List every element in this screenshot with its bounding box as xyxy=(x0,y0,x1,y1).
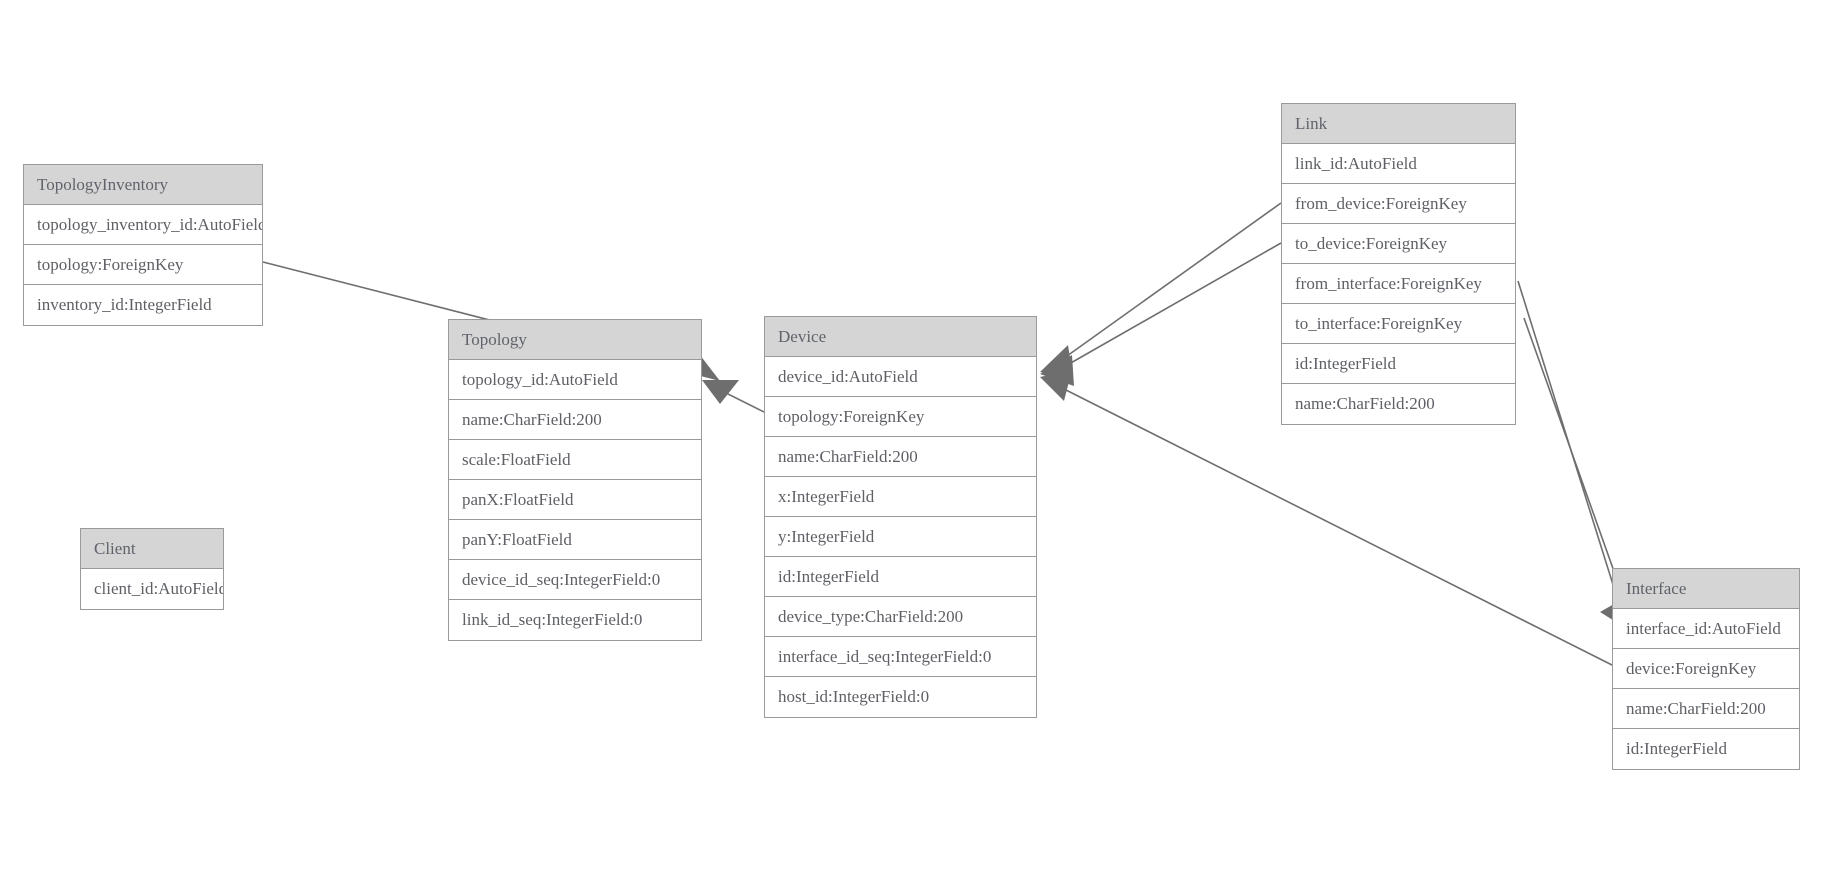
entity-title-topology: Topology xyxy=(449,320,701,360)
entity-title-client: Client xyxy=(81,529,223,569)
field-inventory-id: inventory_id:IntegerField xyxy=(24,285,262,325)
entity-interface[interactable]: Interface interface_id:AutoField device:… xyxy=(1612,568,1800,770)
field-topology-panx: panX:FloatField xyxy=(449,480,701,520)
entity-title-link: Link xyxy=(1282,104,1515,144)
field-device-y: y:IntegerField xyxy=(765,517,1036,557)
field-topology-scale: scale:FloatField xyxy=(449,440,701,480)
field-link-name: name:CharField:200 xyxy=(1282,384,1515,424)
field-device-x: x:IntegerField xyxy=(765,477,1036,517)
relation-link-to-device xyxy=(1040,242,1282,386)
field-interface-id-int: id:IntegerField xyxy=(1613,729,1799,769)
entity-title-interface: Interface xyxy=(1613,569,1799,609)
field-device-id-int: id:IntegerField xyxy=(765,557,1036,597)
field-interface-id: interface_id:AutoField xyxy=(1613,609,1799,649)
field-link-to-device: to_device:ForeignKey xyxy=(1282,224,1515,264)
field-interface-device-fk: device:ForeignKey xyxy=(1613,649,1799,689)
entity-title-device: Device xyxy=(765,317,1036,357)
entity-client[interactable]: Client client_id:AutoField xyxy=(80,528,224,610)
field-link-to-interface: to_interface:ForeignKey xyxy=(1282,304,1515,344)
field-device-type: device_type:CharField:200 xyxy=(765,597,1036,637)
entity-topologyinventory[interactable]: TopologyInventory topology_inventory_id:… xyxy=(23,164,263,326)
field-topology-fk: topology:ForeignKey xyxy=(24,245,262,285)
relation-link-from-device xyxy=(1040,202,1282,378)
entity-title-topologyinventory: TopologyInventory xyxy=(24,165,262,205)
field-device-id: device_id:AutoField xyxy=(765,357,1036,397)
field-device-interface-id-seq: interface_id_seq:IntegerField:0 xyxy=(765,637,1036,677)
field-topology-pany: panY:FloatField xyxy=(449,520,701,560)
field-link-from-device: from_device:ForeignKey xyxy=(1282,184,1515,224)
entity-device[interactable]: Device device_id:AutoField topology:Fore… xyxy=(764,316,1037,718)
field-client-id: client_id:AutoField xyxy=(81,569,223,609)
field-link-from-interface: from_interface:ForeignKey xyxy=(1282,264,1515,304)
field-topology-inventory-id: topology_inventory_id:AutoField xyxy=(24,205,262,245)
entity-topology[interactable]: Topology topology_id:AutoField name:Char… xyxy=(448,319,702,641)
entity-link[interactable]: Link link_id:AutoField from_device:Forei… xyxy=(1281,103,1516,425)
relation-device-topology xyxy=(702,380,765,413)
field-topology-name: name:CharField:200 xyxy=(449,400,701,440)
field-link-id: link_id:AutoField xyxy=(1282,144,1515,184)
field-interface-name: name:CharField:200 xyxy=(1613,689,1799,729)
field-topology-link-id-seq: link_id_seq:IntegerField:0 xyxy=(449,600,701,640)
field-topology-device-id-seq: device_id_seq:IntegerField:0 xyxy=(449,560,701,600)
field-device-topology-fk: topology:ForeignKey xyxy=(765,397,1036,437)
field-link-id-int: id:IntegerField xyxy=(1282,344,1515,384)
field-device-name: name:CharField:200 xyxy=(765,437,1036,477)
field-device-host-id: host_id:IntegerField:0 xyxy=(765,677,1036,717)
field-topology-id: topology_id:AutoField xyxy=(449,360,701,400)
